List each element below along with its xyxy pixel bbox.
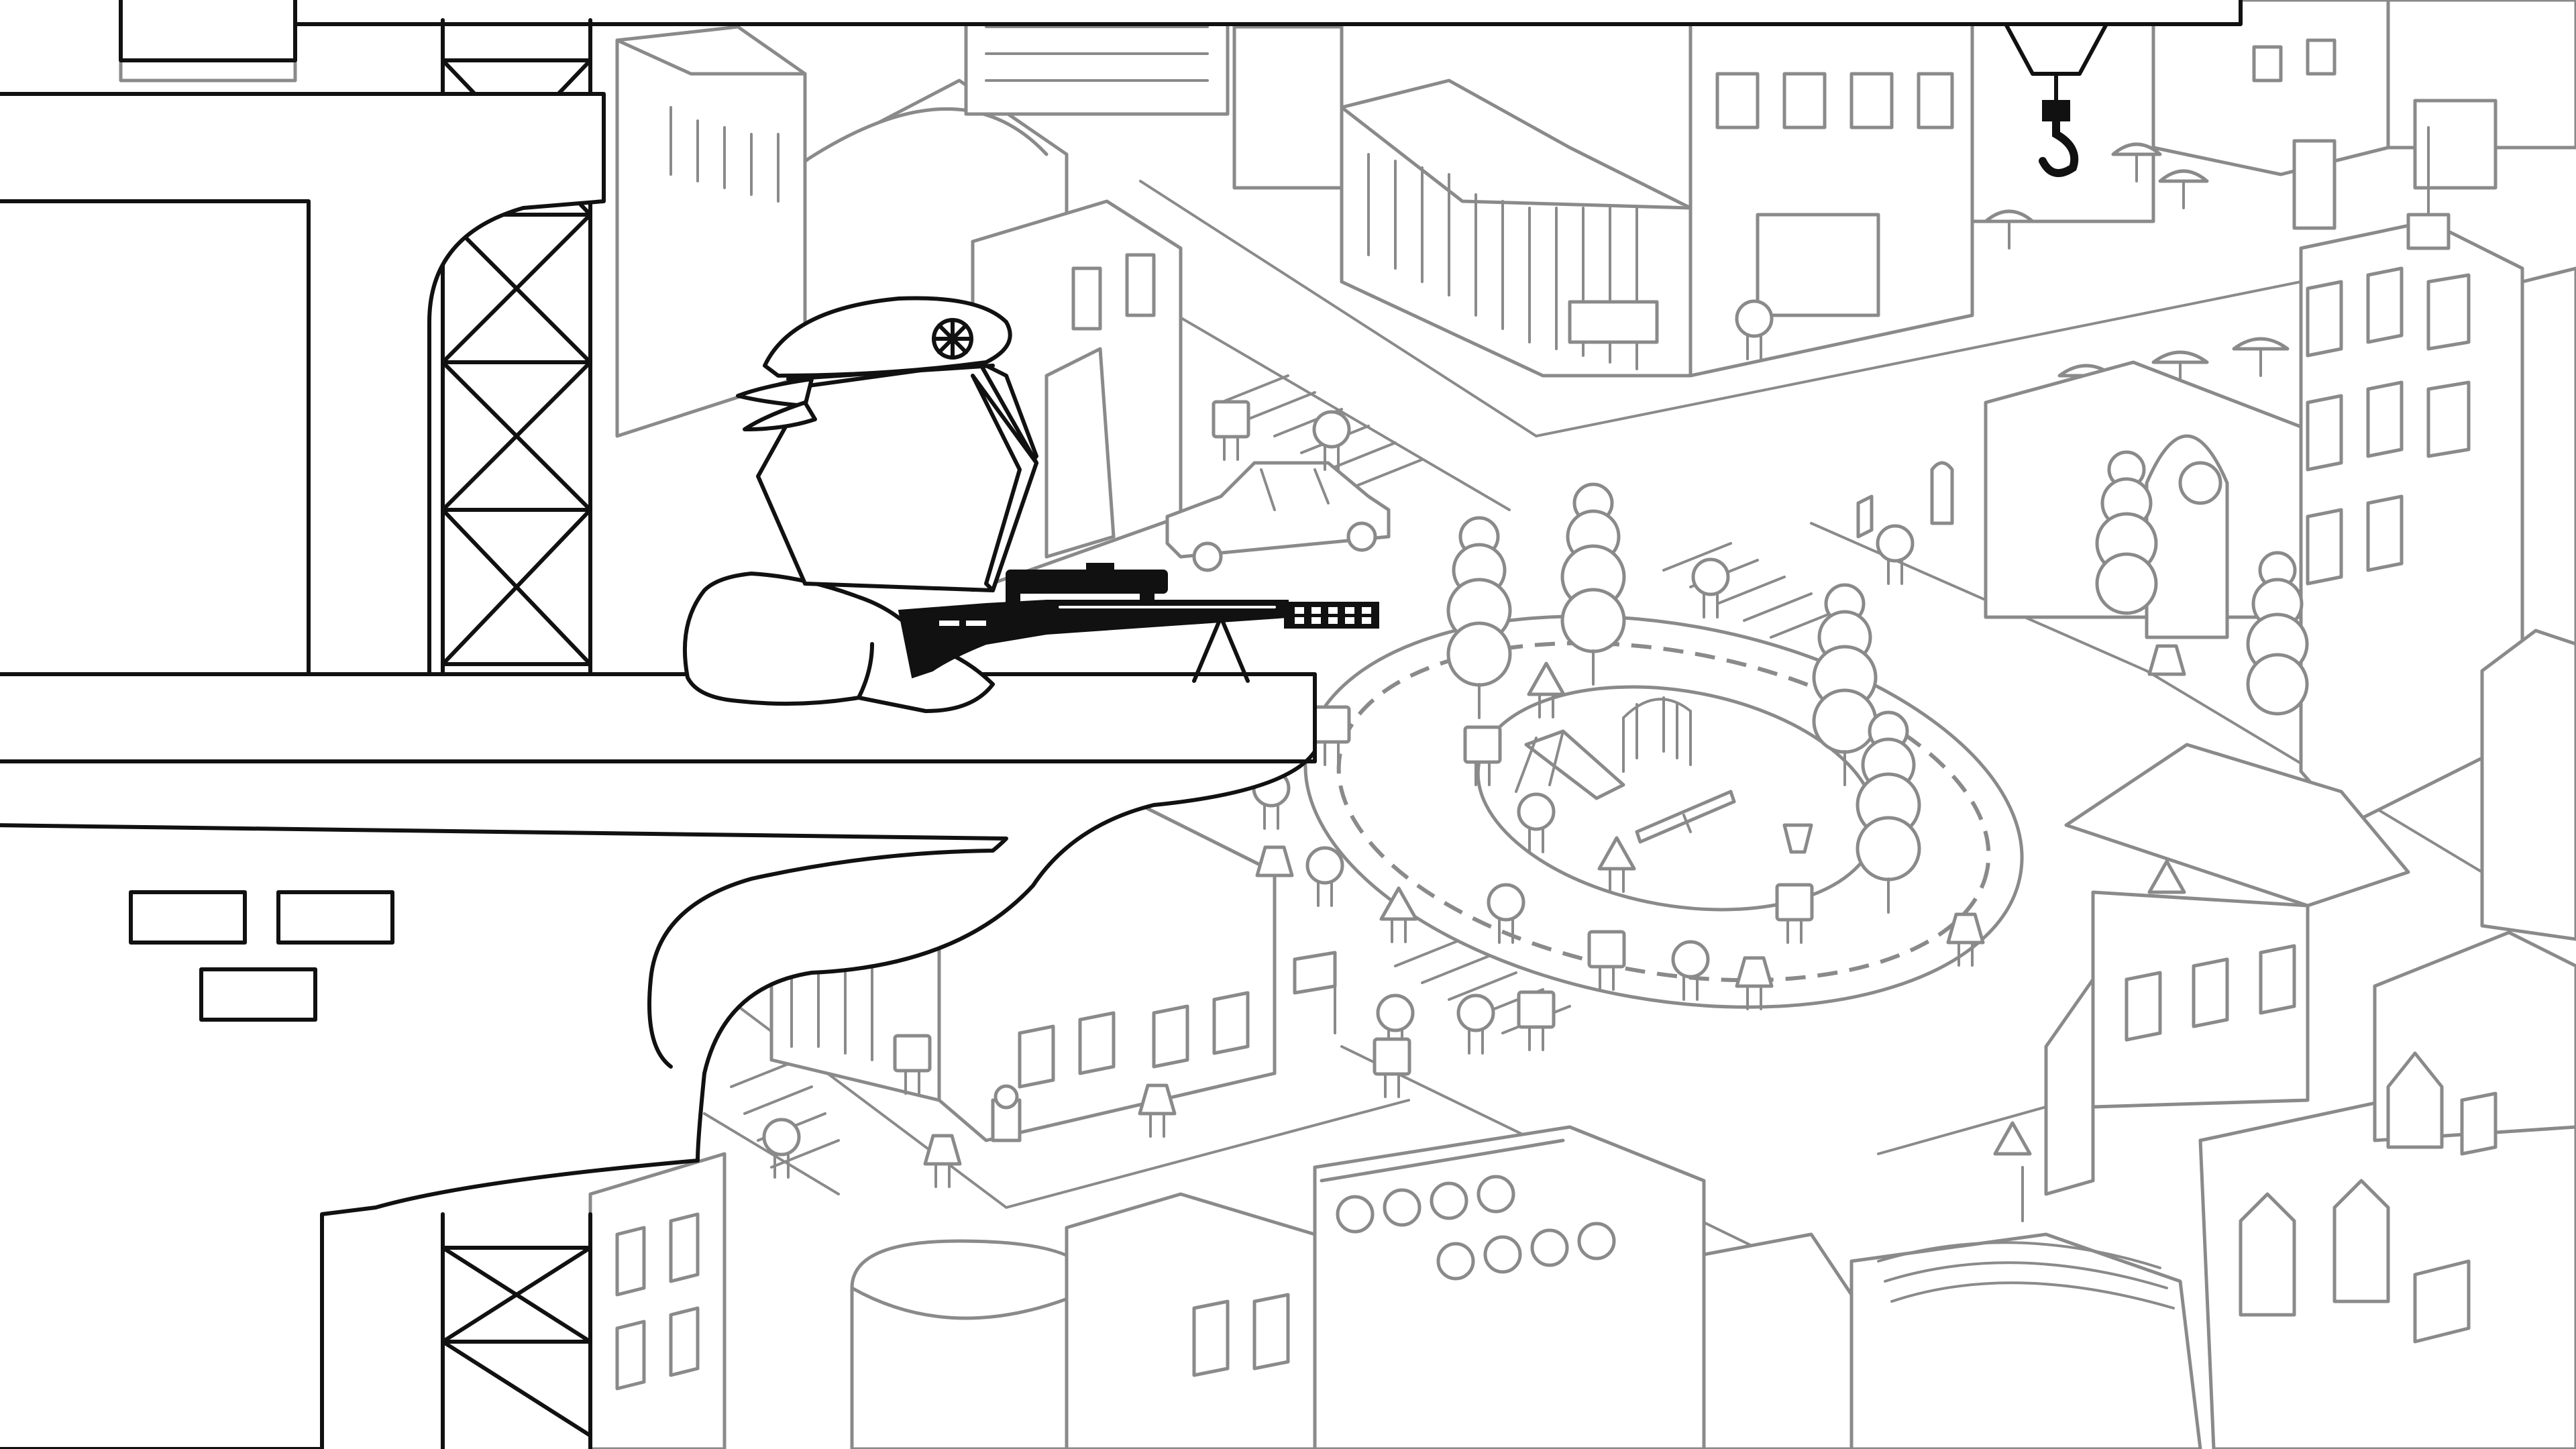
buildings-bottom — [588, 1058, 2576, 1449]
crane-top — [119, 0, 2243, 121]
park — [1303, 450, 2309, 1009]
sniper — [682, 360, 1038, 713]
street-props — [991, 461, 2024, 1222]
houses-right — [2044, 629, 2576, 1196]
playground — [1515, 696, 1813, 854]
pedestrians — [762, 299, 2186, 1188]
sniper-rifle-icon — [898, 563, 1379, 683]
city-background — [119, 0, 2576, 1449]
crane-hook-icon — [2039, 117, 2079, 177]
cafe-umbrellas — [1984, 142, 2290, 404]
car — [1165, 461, 1391, 572]
crane-platform — [0, 92, 1317, 1449]
trees — [1446, 450, 2309, 914]
beret-icon — [763, 296, 1012, 381]
